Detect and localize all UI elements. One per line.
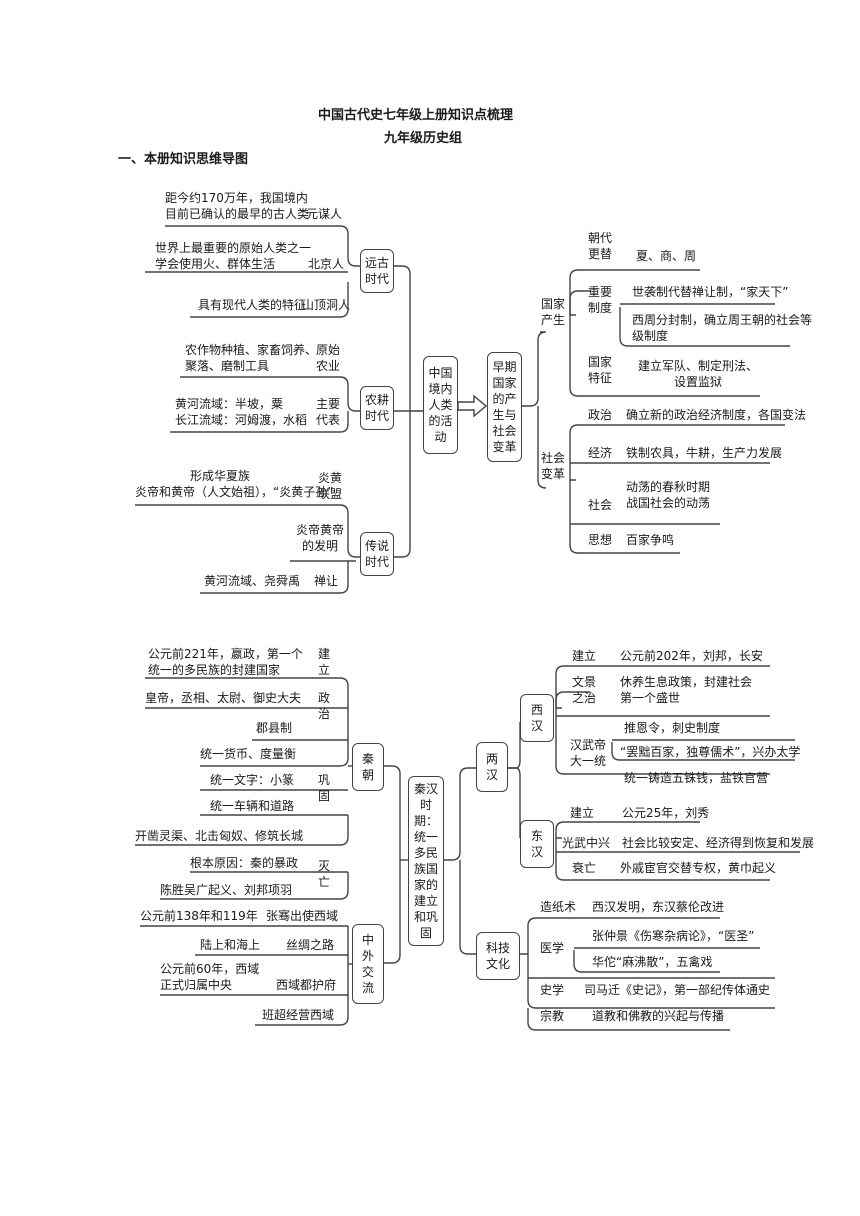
yanhuang-desc: 形成华夏族 炎帝和黄帝（人文始祖），“炎黄子孙” (135, 469, 334, 499)
zongjiao-desc: 道教和佛教的兴起与传播 (592, 1009, 725, 1023)
node-chuanshuo: 传说时代 (360, 532, 394, 576)
tezheng-desc: 建立军队、制定刑法、 设置监狱 (638, 359, 759, 389)
sichou-name: 丝绸之路 (286, 938, 335, 952)
xihan-jianli-name: 建立 (572, 649, 597, 663)
node-center-qinhan: 秦汉时期：统一多民族国家的建立和巩固 (408, 776, 444, 946)
zhidu-desc-2: 西周分封制，确立周王朝的社会等 级制度 (632, 313, 813, 343)
qin-zhengzhi-desc-1: 皇帝，丞相、太尉、御史大夫 (145, 691, 302, 705)
yixue-desc-2: 华佗“麻沸散”，五禽戏 (592, 955, 713, 969)
node-qin: 秦 朝 (352, 743, 384, 791)
sixiang-name: 思想 (588, 533, 613, 547)
donghan-jianli-desc: 公元25年，刘秀 (622, 806, 710, 820)
qin-miewang-name: 灭 亡 (318, 859, 331, 889)
beijing-name: 北京人 (308, 257, 345, 271)
qin-miewang-desc-1: 根本原因：秦的暴政 (190, 856, 299, 870)
yuanshi-nongye-name: 原始 农业 (316, 343, 341, 373)
yixue-name: 医学 (540, 941, 565, 955)
chaodai-name: 朝代 更替 (588, 231, 613, 261)
hanwudi-desc-1: 推恩令，刺史制度 (624, 721, 721, 735)
shixue-name: 史学 (540, 983, 565, 997)
yuanmou-name: 元谋人 (306, 207, 343, 221)
zhengzhi-name: 政治 (588, 408, 613, 422)
qin-zhengzhi-name: 政 治 (318, 691, 331, 721)
zhangqian-desc: 公元前138年和119年 (140, 909, 258, 923)
zhuyao-daibiao-desc: 黄河流域：半坡，粟 长江流域：河姆渡，水稻 (175, 397, 308, 427)
node-lianghan: 两 汉 (476, 742, 508, 792)
zaozhi-name: 造纸术 (540, 900, 577, 914)
zhidu-name: 重要 制度 (588, 285, 613, 315)
zhuyao-daibiao-name: 主要 代表 (316, 397, 341, 427)
shanrang-name: 禅让 (314, 574, 339, 588)
section-heading: 一、本册知识思维导图 (118, 152, 249, 167)
qin-miewang-desc-2: 陈胜吴广起义、刘邦项羽 (160, 883, 293, 897)
shehui-desc: 动荡的春秋时期 战国社会的动荡 (626, 480, 711, 510)
shuaiwang-name: 衰亡 (572, 861, 597, 875)
node-zhongwai: 中 外 交 流 (352, 924, 384, 1004)
node-center-zaoqi: 早期国家的产生与社会变革 (487, 352, 522, 462)
zhengzhi-desc: 确立新的政治经济制度，各国变法 (626, 408, 807, 422)
wenjing-desc: 休养生息政策，封建社会 第一个盛世 (620, 675, 753, 705)
shixue-desc: 司马迁《史记》，第一部纪传体通史 (584, 983, 771, 997)
shandingdong-desc: 具有现代人类的特征 (198, 298, 307, 312)
node-donghan: 东 汉 (520, 820, 554, 868)
qin-gonggu-desc-1: 统一货币、度量衡 (200, 747, 297, 761)
hanwudi-name: 汉武帝 大一统 (570, 738, 607, 768)
qin-jianli-name: 建 立 (318, 647, 331, 677)
doc-subtitle: 九年级历史组 (384, 131, 463, 146)
qin-gonggu-desc-3: 统一车辆和道路 (210, 799, 295, 813)
shandingdong-name: 山顶洞人 (302, 298, 351, 312)
yuanmou-desc: 距今约170万年，我国境内 目前已确认的最早的古人类 (165, 191, 310, 221)
guangwu-desc: 社会比较安定、经济得到恢复和发展 (622, 836, 815, 850)
node-yuangu: 远古时代 (360, 249, 394, 293)
sixiang-desc: 百家争鸣 (626, 533, 675, 547)
tezheng-name: 国家 特征 (588, 355, 613, 385)
beijing-desc: 世界上最重要的原始人类之一 学会使用火、群体生活 (155, 241, 312, 271)
donghan-jianli-name: 建立 (570, 806, 595, 820)
zongjiao-name: 宗教 (540, 1009, 565, 1023)
xihan-jianli-desc: 公元前202年，刘邦，长安 (620, 649, 763, 663)
node-center-renlei: 中国境内人类的活动 (423, 356, 458, 454)
node-nonggeng: 农耕时代 (360, 386, 394, 430)
qin-gonggu-desc-4: 开凿灵渠、北击匈奴、修筑长城 (135, 829, 304, 843)
chaodai-desc: 夏、商、周 (636, 249, 697, 263)
zhidu-desc-1: 世袭制代替禅让制，“家天下” (632, 285, 789, 299)
banchao-name: 班超经营西域 (262, 1008, 335, 1022)
yuanshi-nongye-desc: 农作物种植、家畜饲养、 聚落、磨制工具 (185, 343, 318, 373)
famming-name: 炎帝黄帝 的发明 (296, 523, 345, 553)
jingji-desc: 铁制农具，牛耕，生产力发展 (626, 446, 783, 460)
qin-gonggu-desc-2: 统一文字：小篆 (210, 773, 295, 787)
guojia-label: 国家 产生 (541, 297, 566, 327)
doc-title: 中国古代史七年级上册知识点梳理 (318, 108, 514, 123)
jingji-name: 经济 (588, 446, 613, 460)
shehui-name: 社会 (588, 498, 613, 512)
hanwudi-desc-3: 统一铸造五铢钱，盐铁官营 (624, 771, 769, 785)
qin-jianli-desc: 公元前221年，嬴政，第一个 统一的多民族的封建国家 (148, 647, 303, 677)
duhufu-name: 西域都护府 (276, 978, 337, 992)
node-keji: 科技 文化 (476, 932, 520, 980)
node-xihan: 西 汉 (520, 694, 554, 742)
yanhuang-name: 炎黄 联盟 (318, 471, 343, 501)
yixue-desc-1: 张仲景《伤寒杂病论》，“医圣” (592, 929, 755, 943)
shehui-label: 社会 变革 (541, 451, 566, 481)
sichou-desc: 陆上和海上 (200, 938, 261, 952)
guangwu-name: 光武中兴 (562, 836, 611, 850)
shuaiwang-desc: 外戚宦官交替专权，黄巾起义 (620, 861, 777, 875)
hanwudi-desc-2: “罢黜百家，独尊儒术”，兴办太学 (620, 745, 801, 759)
zaozhi-desc: 西汉发明，东汉蔡伦改进 (592, 900, 725, 914)
wenjing-name: 文景 之治 (572, 675, 597, 705)
qin-gonggu-name: 巩 固 (318, 773, 331, 803)
zhangqian-name: 张骞出使西域 (266, 909, 339, 923)
duhufu-desc: 公元前60年，西域 正式归属中央 (160, 962, 260, 992)
qin-zhengzhi-desc-2: 郡县制 (256, 721, 293, 735)
shanrang-desc: 黄河流域、尧舜禹 (204, 574, 301, 588)
